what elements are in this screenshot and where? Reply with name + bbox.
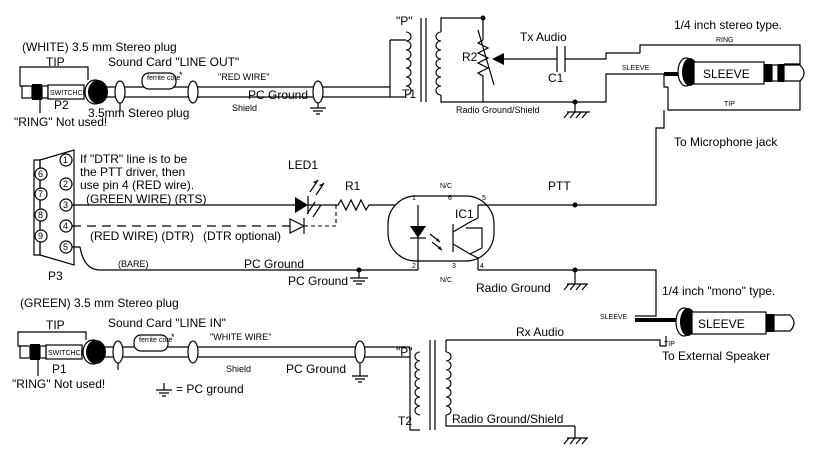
top-plug-body-label: SWITCHCRAFT	[50, 90, 102, 97]
bottom-plug-title: (GREEN) 3.5 mm Stereo plug	[20, 296, 179, 310]
mic-stereo-plug: 1/4 inch stereo type. RING SLEEVE SLEEVE…	[622, 18, 805, 149]
ic1-pin-6: 6	[448, 195, 452, 202]
ic1-nc-bottom: N/C	[440, 277, 452, 284]
top-card-port: Sound Card "LINE OUT"	[108, 55, 239, 69]
mic-plug-sleeve-tag: SLEEVE	[622, 65, 650, 72]
c1-label: C1	[548, 71, 564, 85]
bottom-ferrite-label: ferrite core	[139, 337, 173, 344]
db9-note-line-2: the PTT driver, then	[80, 165, 185, 179]
t2-radio-ground-shield: Radio Ground/Shield	[452, 412, 563, 426]
db9-pin-5: 5	[63, 242, 68, 252]
bottom-plug-body-label: SWITCHCRAFT	[48, 350, 100, 357]
bottom-plug-id: P1	[52, 362, 67, 376]
bottom-plug-ring-note: "RING" Not used!	[12, 377, 105, 391]
t1-id: T1	[402, 87, 416, 101]
tx-audio-label: Tx Audio	[520, 30, 567, 44]
db9-note-line-3: use pin 4 (RED wire).	[80, 178, 194, 192]
top-wire-label: "RED WIRE"	[218, 72, 269, 82]
db9-pin-6: 6	[38, 169, 43, 179]
r1-label: R1	[345, 179, 361, 193]
ic1-pin-3: 3	[452, 263, 456, 270]
bottom-cable: Sound Card "LINE IN" ferrite core * "WHI…	[104, 316, 661, 383]
db9-dtr-optional: (DTR optional)	[203, 229, 281, 243]
r2-label: R2	[462, 50, 478, 64]
db9-pin-8: 8	[38, 210, 43, 220]
mic-plug-caption: To Microphone jack	[674, 135, 778, 149]
speaker-plug-title: 1/4 inch "mono" type.	[662, 284, 775, 298]
bottom-plug-tip-label: TIP	[46, 318, 65, 332]
db9-id: P3	[48, 269, 63, 283]
top-cable: Sound Card "LINE OUT" ferrite core * "RE…	[106, 55, 390, 115]
db9-pin-9: 9	[38, 231, 43, 241]
top-shield-label: Shield	[232, 103, 257, 113]
t2-id: T2	[398, 414, 412, 428]
ic1-pin-2: 2	[412, 263, 416, 270]
db9-pin-4: 4	[63, 221, 68, 231]
db9-bare: (BARE)	[118, 259, 149, 269]
mic-plug-ring: RING	[716, 37, 734, 44]
top-plug-id: P2	[54, 98, 69, 112]
ptt-circuit: LED1 R1 IC1 1 2 3 4 5 6 N/C	[288, 110, 665, 317]
bottom-card-port: Sound Card "LINE IN"	[108, 316, 226, 330]
led1-label: LED1	[288, 158, 318, 172]
bottom-wire-label: "WHITE WIRE"	[210, 332, 271, 342]
bottom-shield-label: Shield	[226, 364, 251, 374]
rx-audio-label: Rx Audio	[516, 325, 564, 339]
ptt-label: PTT	[548, 179, 571, 193]
ic1-label: IC1	[455, 207, 474, 221]
mic-plug-tip: TIP	[724, 101, 735, 108]
db9-pin-3: 3	[63, 200, 68, 210]
ic1-pin-5: 5	[482, 195, 486, 202]
tx-radio-ground-shield: Radio Ground/Shield	[456, 105, 540, 115]
top-pc-ground: PC Ground	[248, 88, 308, 102]
speaker-plug-caption: To External Speaker	[662, 349, 770, 363]
db9-pin-1: 1	[63, 155, 68, 165]
speaker-plug-sleeve: SLEEVE	[698, 317, 745, 331]
db9-red-wire: (RED WIRE) (DTR)	[90, 229, 194, 243]
db9-pin-2: 2	[63, 179, 68, 189]
bottom-35mm-plug: (GREEN) 3.5 mm Stereo plug TIP SWITCHCRA…	[12, 296, 179, 391]
bottom-ferrite-mark: *	[171, 332, 175, 342]
top-ferrite-label: ferrite core	[147, 75, 181, 82]
mic-plug-title: 1/4 inch stereo type.	[674, 18, 782, 32]
legend-text: = PC ground	[176, 382, 244, 396]
ic1-pin-4: 4	[480, 263, 484, 270]
db9-pin-7: 7	[38, 189, 43, 199]
db9-connector: 1 2 3 4 5 6 7 8 9 P3 If "DTR" line is to…	[33, 149, 418, 288]
ic1-pin-1: 1	[412, 195, 416, 202]
top-plug-title: (WHITE) 3.5 mm Stereo plug	[22, 40, 177, 54]
db9-green-wire: (GREEN WIRE) (RTS)	[86, 192, 206, 206]
pc-ground-legend: = PC ground	[156, 382, 244, 397]
db9-pc-ground-2: PC Ground	[288, 274, 348, 288]
top-plug-ring-note: "RING" Not used!	[14, 115, 107, 129]
transformer-t2: "P" T2 Radio Ground/Shield	[396, 340, 588, 445]
top-plug-tip-label: TIP	[46, 55, 65, 69]
speaker-plug-tip: TIP	[664, 341, 675, 348]
speaker-plug-sleeve-tag: SLEEVE	[600, 314, 628, 321]
bottom-pc-ground: PC Ground	[286, 362, 346, 376]
transformer-t1: "P" T1	[389, 14, 484, 103]
t1-p-label: "P"	[396, 14, 413, 28]
top-ferrite-mark: *	[179, 70, 183, 80]
top-plug-jack-label: 3.5mm Stereo plug	[88, 106, 189, 120]
t2-p-label: "P"	[396, 345, 413, 359]
top-35mm-plug: (WHITE) 3.5 mm Stereo plug TIP SWITCHCRA…	[14, 40, 189, 129]
mic-plug-sleeve: SLEEVE	[703, 67, 750, 81]
tx-audio-path: R2 Tx Audio C1 Radio Ground/Shield	[456, 15, 664, 119]
ic1-nc-top: N/C	[440, 183, 452, 190]
db9-note-line-1: If "DTR" line is to be	[80, 152, 188, 166]
radio-ground-label: Radio Ground	[476, 281, 551, 295]
db9-pc-ground: PC Ground	[244, 257, 304, 271]
speaker-mono-plug: 1/4 inch "mono" type. SLEEVE SLEEVE TIP …	[600, 284, 795, 363]
